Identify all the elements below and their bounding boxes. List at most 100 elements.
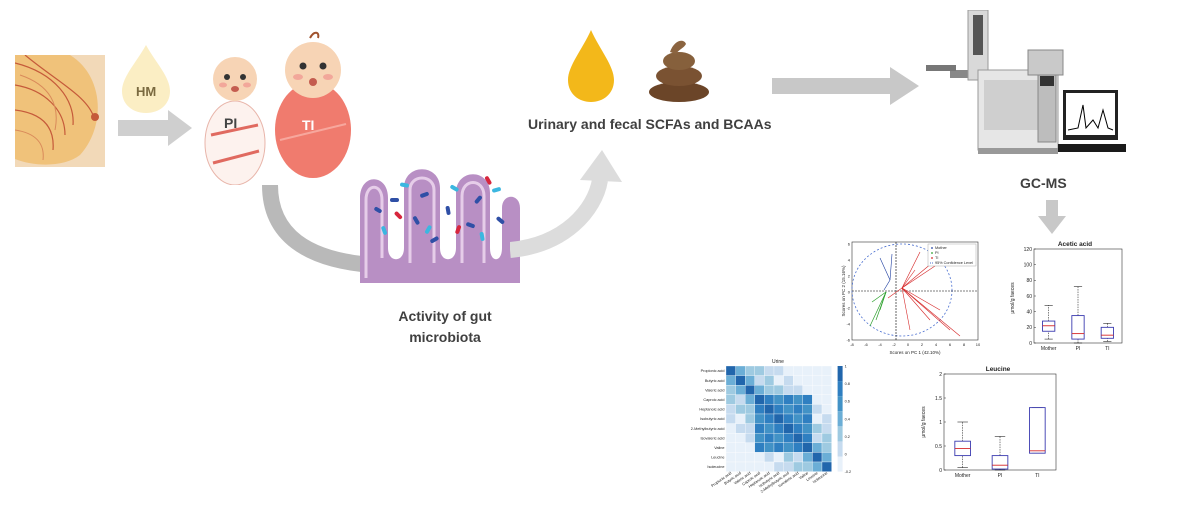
pca-legend-mother: Mother (935, 246, 948, 250)
colorbar-tick: 0 (845, 453, 847, 457)
heatmap-cell (735, 452, 746, 463)
hm-label: HM (136, 84, 157, 99)
heatmap-cell (725, 385, 736, 395)
heatmap-cell (745, 442, 755, 453)
heatmap-cell (735, 385, 746, 395)
heatmap-cell (783, 461, 794, 472)
heatmap-cell (725, 413, 736, 424)
heatmap-cell (793, 452, 803, 463)
heatmap-cell (821, 394, 832, 405)
colorbar-segment (837, 411, 843, 427)
heatmap-cell (773, 375, 784, 386)
heatmap-cell (821, 452, 832, 463)
pca-legend-ci: 95% Confidence Level (935, 261, 973, 265)
heatmap-cell (812, 394, 823, 405)
heatmap-cell (812, 385, 823, 395)
heatmap-cell (793, 385, 803, 395)
heatmap-cell (773, 394, 784, 405)
colorbar-tick: 0.2 (845, 435, 850, 439)
colorbar-segment (837, 366, 843, 382)
colorbar-segment (837, 441, 843, 457)
heatmap-cell (821, 365, 832, 376)
pca-xtick: -8 (850, 342, 854, 347)
curved-arrow-to-gut (262, 185, 373, 273)
heatmap-cell (821, 404, 832, 415)
heatmap-cell (725, 404, 736, 415)
heatmap-cell (764, 461, 775, 472)
heatmap-cell (735, 442, 746, 453)
colorbar-tick: -0.2 (845, 470, 852, 474)
acetic-title: Acetic acid (1058, 241, 1092, 248)
heatmap-row-label: Isobutyric acid (700, 417, 724, 421)
acetic-ylabel: μmol/g faeces (1010, 282, 1016, 314)
heatmap-cell (812, 442, 823, 453)
pca-ytick: 6 (848, 242, 851, 247)
pca-xlabel: Scores on PC 1 (42.10%) (889, 350, 941, 355)
heatmap-cell (783, 394, 794, 405)
heatmap-cell (764, 413, 775, 424)
heatmap-cell (821, 423, 832, 434)
heatmap-cell (793, 413, 803, 424)
heatmap-cell (754, 394, 765, 405)
heatmap-cell (754, 442, 765, 453)
ytick-label: 100 (1024, 262, 1033, 268)
category-label: PI (1076, 346, 1081, 352)
heatmap-cell (812, 452, 823, 463)
colorbar-tick: 0.8 (845, 382, 850, 386)
heatmap-cell (773, 452, 784, 463)
pca-xtick: 6 (949, 342, 952, 347)
category-label: Mother (1041, 346, 1057, 352)
ytick-label: 0 (939, 468, 942, 474)
heatmap-cell (773, 365, 784, 376)
colorbar-segment (837, 381, 843, 397)
heatmap-cell (821, 442, 832, 453)
pca-ytick: -2 (846, 306, 850, 311)
heatmap-col-label: Leucine (806, 471, 819, 482)
heatmap-cell (812, 413, 823, 424)
heatmap-cell (802, 433, 813, 443)
heatmap-cell (812, 433, 823, 443)
heatmap-row-label: Valeric acid (705, 388, 724, 392)
heatmap-cell (754, 433, 765, 443)
box (1071, 315, 1085, 340)
heatmap-cell (802, 385, 813, 395)
heatmap-cell (773, 442, 784, 453)
heatmap-cell (735, 375, 746, 386)
pca-ytick: 0 (848, 290, 851, 295)
category-label: Mother (955, 473, 971, 479)
pca-xtick: 2 (921, 342, 924, 347)
heatmap-cell (802, 365, 813, 376)
heatmap-cell (812, 365, 823, 376)
heatmap-cell (793, 394, 803, 405)
pca-ytick: -6 (846, 338, 850, 343)
pca-xtick: 10 (976, 342, 980, 347)
heatmap-cell (802, 461, 813, 472)
category-label: PI (998, 473, 1003, 479)
heatmap-row-label: Isovaleric acid (700, 436, 724, 440)
heatmap-row-label: Leucine (711, 456, 724, 460)
heatmap-cell (745, 433, 755, 443)
heatmap-cell (821, 413, 832, 424)
ytick-label: 40 (1026, 309, 1032, 315)
heatmap-cell (802, 423, 813, 434)
heatmap-cell (802, 452, 813, 463)
ytick-label: 0 (1029, 341, 1032, 347)
heatmap-cell (725, 423, 736, 434)
colorbar-tick: 0.6 (845, 400, 850, 404)
heatmap-cell (754, 452, 765, 463)
leucine-title: Leucine (986, 366, 1011, 373)
curved-arrow-to-samples (510, 150, 622, 258)
heatmap-cell (802, 404, 813, 415)
pca-ytick: 2 (848, 274, 851, 279)
heatmap-cell (773, 413, 784, 424)
heatmap-cell (725, 461, 736, 472)
box (1029, 407, 1046, 454)
ytick-label: 1 (939, 420, 942, 426)
heatmap-cell (745, 423, 755, 434)
heatmap-cell (821, 461, 832, 472)
term-infant-icon (275, 31, 351, 178)
box (991, 455, 1009, 470)
ytick-label: 2 (939, 372, 942, 378)
